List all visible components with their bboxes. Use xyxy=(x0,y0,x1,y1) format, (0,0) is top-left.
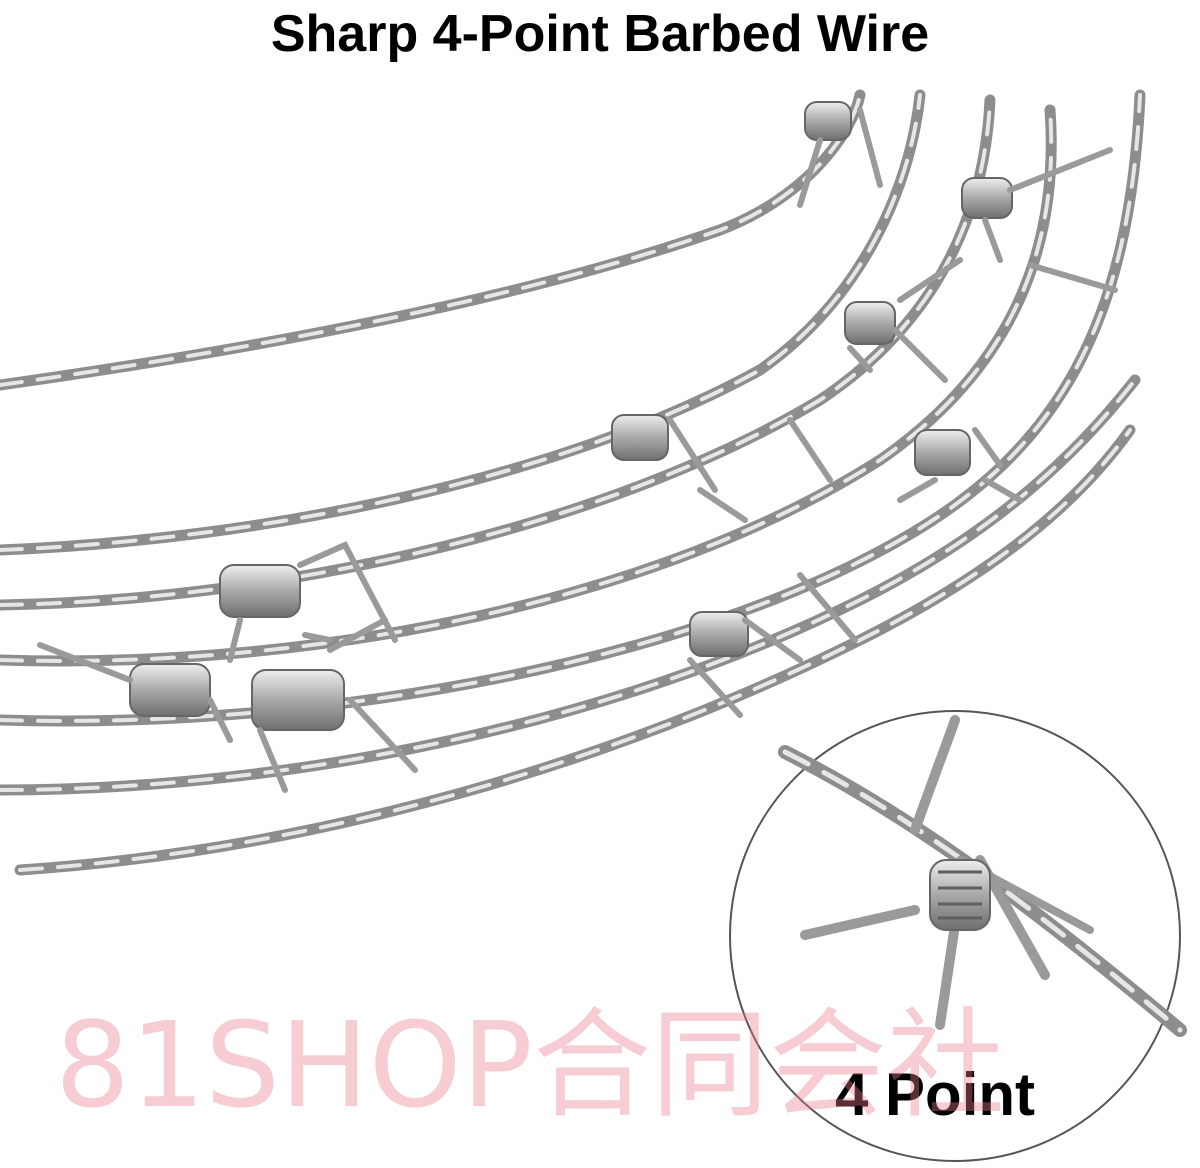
barb xyxy=(844,257,963,383)
inset-magnifier xyxy=(729,710,1187,1162)
inset-label: 4 Point xyxy=(834,1061,1035,1128)
barb xyxy=(219,541,398,663)
barbs xyxy=(37,101,1118,793)
barb xyxy=(611,414,833,523)
barb xyxy=(37,642,233,743)
barb xyxy=(897,427,1023,503)
barb xyxy=(961,147,1118,293)
image-title: Sharp 4-Point Barbed Wire xyxy=(270,5,930,63)
barb xyxy=(251,617,418,793)
barb xyxy=(687,572,858,718)
barb xyxy=(797,101,883,208)
